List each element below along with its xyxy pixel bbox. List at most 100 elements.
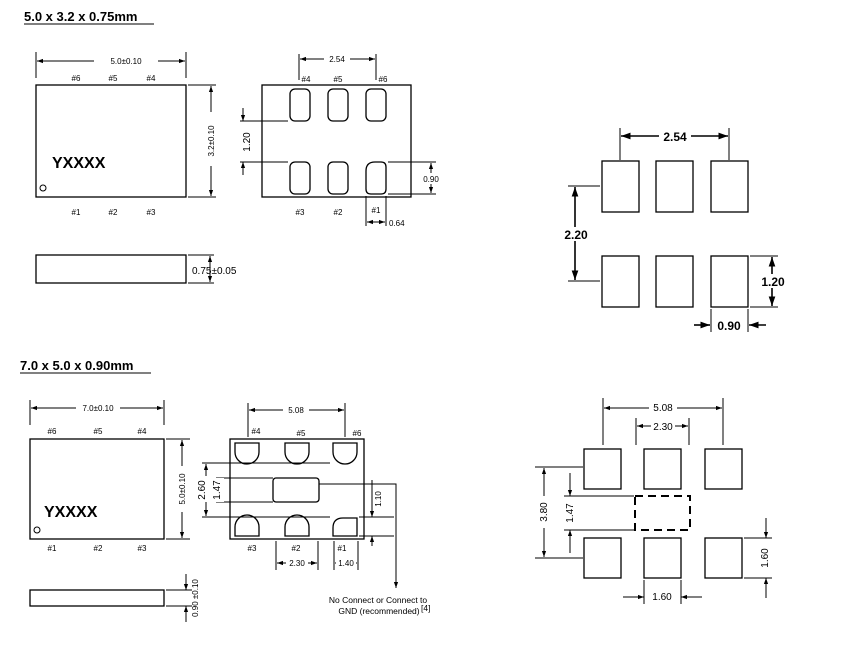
pad-pin1	[365, 161, 387, 195]
land-pad	[704, 537, 743, 579]
land-pad	[655, 255, 694, 308]
pin-label: #2	[109, 208, 118, 217]
pad	[289, 88, 311, 122]
pin1-indicator	[39, 184, 47, 192]
land-pad	[655, 160, 694, 213]
land-pad	[601, 160, 640, 213]
section-7x5-package: 7.0 x 5.0 x 0.90mm 7.0±0.10 #6 #5 #4 YXX…	[20, 358, 772, 622]
dim-label-bg	[204, 112, 218, 166]
pad-height-dim: 0.90	[423, 175, 439, 184]
total-height-dim: 3.80	[539, 502, 550, 522]
pitch-dim: 2.30	[653, 422, 673, 433]
land-pad	[710, 255, 749, 308]
width-dim: 7.0±0.10	[82, 404, 114, 413]
top-view: 5.0±0.10 #6 #5 #4 YXXXX 3.2±0.10 #1 #2 #…	[35, 52, 218, 217]
dim-label-bg	[419, 173, 443, 184]
pitch-dim: 2.54	[663, 130, 687, 144]
pad-height-dim: 1.10	[374, 491, 383, 507]
pad-width-dim: 0.64	[389, 219, 405, 228]
pin-label: #2	[334, 208, 343, 217]
dim-label-bg	[536, 496, 550, 528]
pin-label: #1	[338, 544, 347, 553]
marking-text: YXXXX	[52, 155, 106, 172]
pad	[284, 514, 310, 537]
outer-dim: 2.60	[197, 480, 208, 500]
land-pad	[583, 448, 622, 490]
span-dim: 5.08	[653, 403, 673, 414]
pin-label: #5	[334, 75, 343, 84]
pitch-dim: 2.30	[289, 559, 305, 568]
pin-label: #3	[147, 208, 156, 217]
pad-pin1	[332, 517, 358, 537]
span-dim: 5.08	[288, 406, 304, 415]
pin-label: #6	[72, 74, 81, 83]
pin-label: #3	[248, 544, 257, 553]
dim-label-bg	[197, 476, 209, 502]
nc-leader-arrow	[319, 483, 399, 588]
side-view: 0.75±0.05	[35, 254, 237, 284]
land-pad	[583, 537, 622, 579]
section-title: 5.0 x 3.2 x 0.75mm	[24, 9, 137, 24]
pin-label: #1	[48, 544, 57, 553]
thickness-dim: 0.90 ±0.10	[191, 579, 200, 617]
center-pad	[272, 477, 320, 503]
pad-width-dim: 0.90	[717, 319, 741, 333]
package-outline	[29, 438, 165, 540]
land-pad	[601, 255, 640, 308]
dim-label-bg	[659, 129, 691, 143]
dim-label-bg	[651, 420, 675, 432]
section-5x3-package: 5.0 x 3.2 x 0.75mm 5.0±0.10 #6 #5 #4 YXX…	[24, 9, 789, 333]
pad-width-dim: 1.40	[338, 559, 354, 568]
top-view: 7.0±0.10 #6 #5 #4 YXXXX 5.0±0.10 #1 #2 #…	[29, 400, 190, 553]
height-dim: 3.2±0.10	[207, 125, 216, 157]
pin-label: #3	[296, 208, 305, 217]
pin-label: #5	[94, 427, 103, 436]
side-view: 0.90 ±0.10	[29, 574, 200, 622]
package-outline	[35, 84, 187, 198]
inner-dim: 1.47	[212, 480, 223, 500]
pin-label: #2	[292, 544, 301, 553]
pin-label: #4	[302, 75, 311, 84]
pad	[289, 161, 311, 195]
pin-label: #3	[138, 544, 147, 553]
dim-label-bg	[283, 404, 309, 415]
pad-width-dim: 1.60	[652, 592, 672, 603]
land-pad	[704, 448, 743, 490]
dim-label-bg	[94, 55, 158, 66]
dim-label-bg	[649, 401, 677, 414]
pad	[284, 442, 310, 465]
inner-dim: 1.47	[565, 503, 576, 523]
thickness-dim: 0.75±0.05	[192, 266, 237, 277]
bottom-view: 2.54 #4 #5 #6 1.20 0.90	[240, 53, 443, 228]
nc-note-line2: GND (recommended)	[338, 606, 419, 616]
pin-label: #6	[48, 427, 57, 436]
dim-label-bg	[212, 478, 224, 502]
dim-label-bg	[286, 557, 308, 568]
land-pad	[643, 537, 682, 579]
package-side-outline	[29, 589, 165, 607]
center-keepout	[634, 495, 691, 531]
row-gap-dim: 1.20	[242, 132, 253, 152]
pin-label: #2	[94, 544, 103, 553]
dim-label-bg	[76, 402, 120, 413]
land-pad	[643, 448, 682, 490]
pad	[234, 442, 260, 465]
section-title: 7.0 x 5.0 x 0.90mm	[20, 358, 133, 373]
pad	[234, 514, 260, 537]
bottom-view: 5.08 #4 #5 #6 2.60	[197, 403, 430, 616]
pad	[327, 88, 349, 122]
land-pad	[710, 160, 749, 213]
pitch-dim: 2.54	[329, 55, 345, 64]
pad	[332, 442, 358, 465]
pad-height-dim: 1.20	[761, 275, 785, 289]
pin-label: #5	[109, 74, 118, 83]
pad	[365, 88, 387, 122]
dim-label-bg	[560, 227, 592, 241]
nc-note-ref: [4]	[421, 603, 430, 613]
pin1-indicator	[33, 526, 41, 534]
pin-label: #4	[138, 427, 147, 436]
width-dim: 5.0±0.10	[110, 57, 142, 66]
pin-label: #4	[252, 427, 261, 436]
marking-text: YXXXX	[44, 504, 98, 521]
pin-label: #5	[297, 429, 306, 438]
